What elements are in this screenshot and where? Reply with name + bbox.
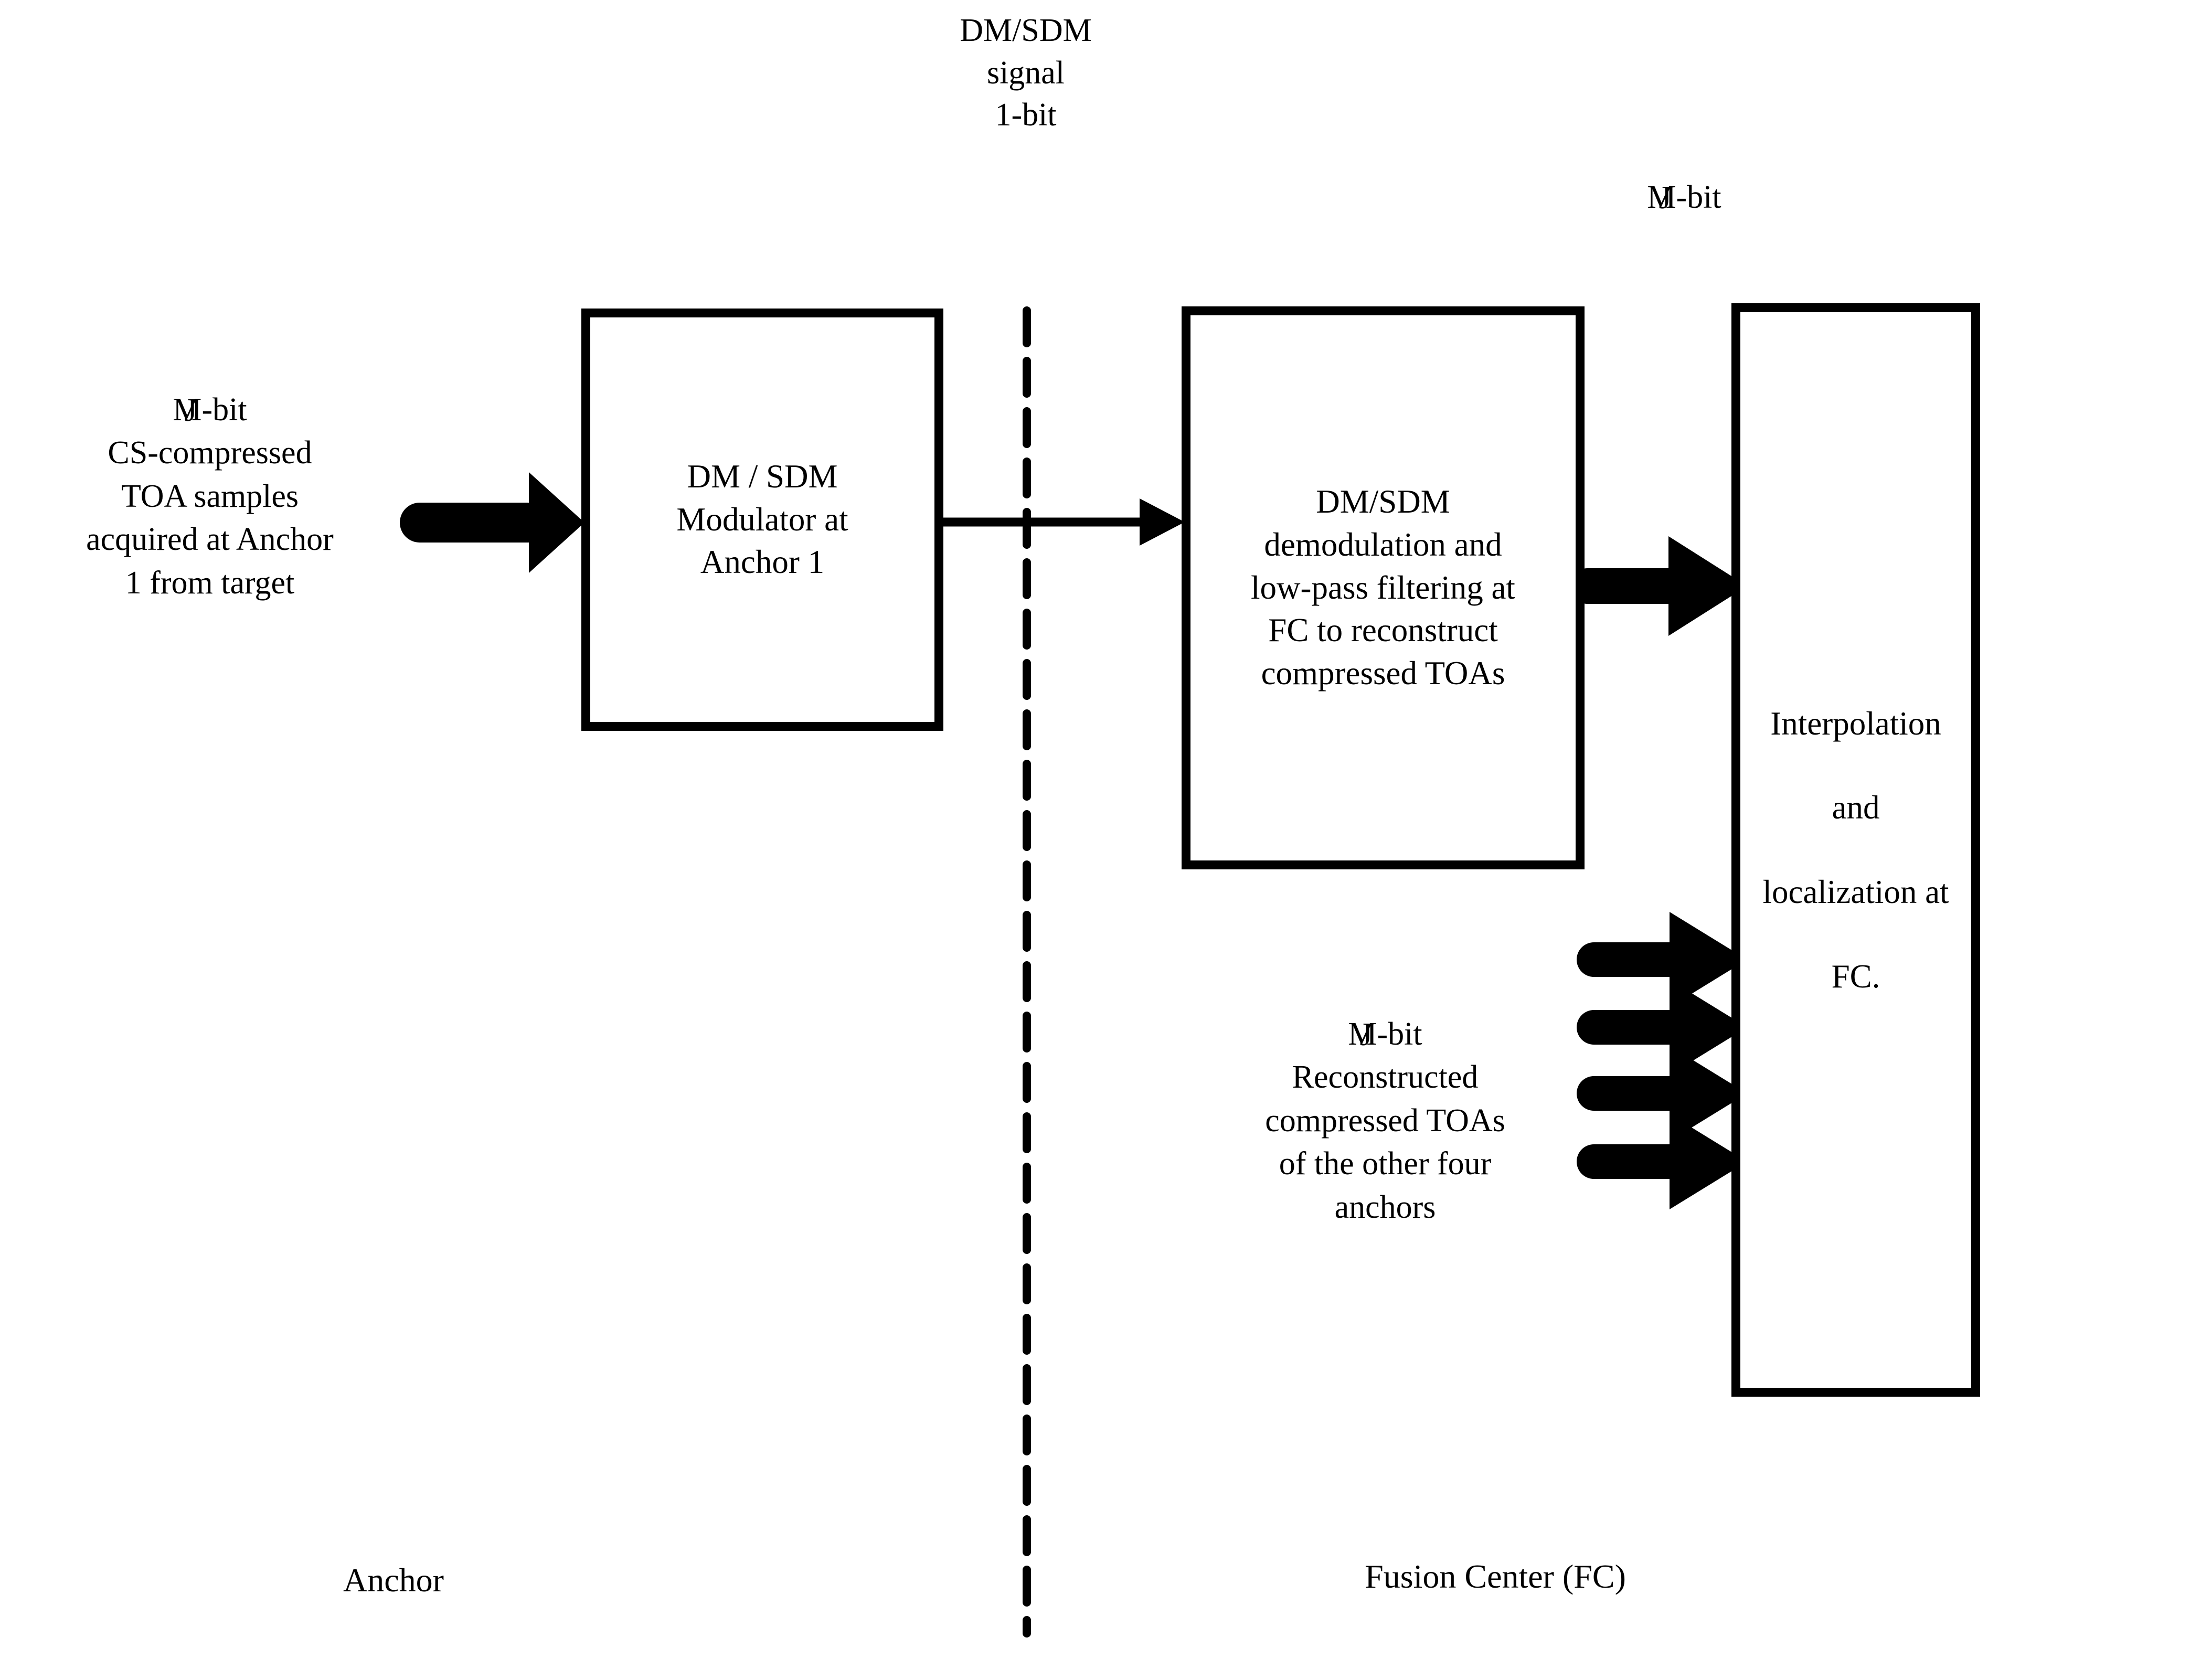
channel-signal-label: DM/SDM signal 1-bit xyxy=(960,13,1092,133)
arrow-anchor4-to-interp xyxy=(1577,1046,1747,1141)
arrow-anchor5-to-interp xyxy=(1577,1114,1747,1209)
arrow-input-to-modulator xyxy=(400,472,584,573)
m-bit-glyph-m: M xyxy=(1348,1016,1377,1052)
block-interpolation-localization[interactable]: Interpolation and localization at FC. xyxy=(1731,303,1980,1397)
source-stream-text: -bit CS-compressed TOA samples acquired … xyxy=(86,392,334,601)
block-interpolation-localization-label: Interpolation and localization at FC. xyxy=(1762,705,1949,995)
m-bit-glyph-descender: J xyxy=(184,392,197,428)
m-bit-glyph-m: M xyxy=(173,392,202,428)
region-caption-anchor: Anchor xyxy=(343,1561,444,1599)
m-bit-glyph-m: M xyxy=(1647,179,1676,215)
mbit-top-text: -bit xyxy=(1676,179,1721,215)
m-bit-glyph-descender: J xyxy=(1359,1016,1373,1052)
block-dm-sdm-modulator-label: DM / SDM Modulator at Anchor 1 xyxy=(676,458,848,581)
block-dm-sdm-demodulator-label: DM/SDM demodulation and low-pass filteri… xyxy=(1251,483,1515,692)
block-dm-sdm-demodulator[interactable]: DM/SDM demodulation and low-pass filteri… xyxy=(1182,306,1585,869)
arrow-modulator-to-demod xyxy=(942,498,1185,546)
arrow-anchor2-to-interp xyxy=(1577,912,1747,1007)
m-bit-glyph-descender: J xyxy=(1659,179,1672,216)
region-caption-fusion-center: Fusion Center (FC) xyxy=(1365,1558,1626,1595)
arrow-demod-to-interp xyxy=(1570,536,1747,636)
arrow-anchor3-to-interp xyxy=(1577,980,1747,1075)
reconstructed-toas-text: -bit Reconstructed compressed TOAs of th… xyxy=(1265,1016,1505,1225)
block-dm-sdm-modulator[interactable]: DM / SDM Modulator at Anchor 1 xyxy=(581,309,943,731)
